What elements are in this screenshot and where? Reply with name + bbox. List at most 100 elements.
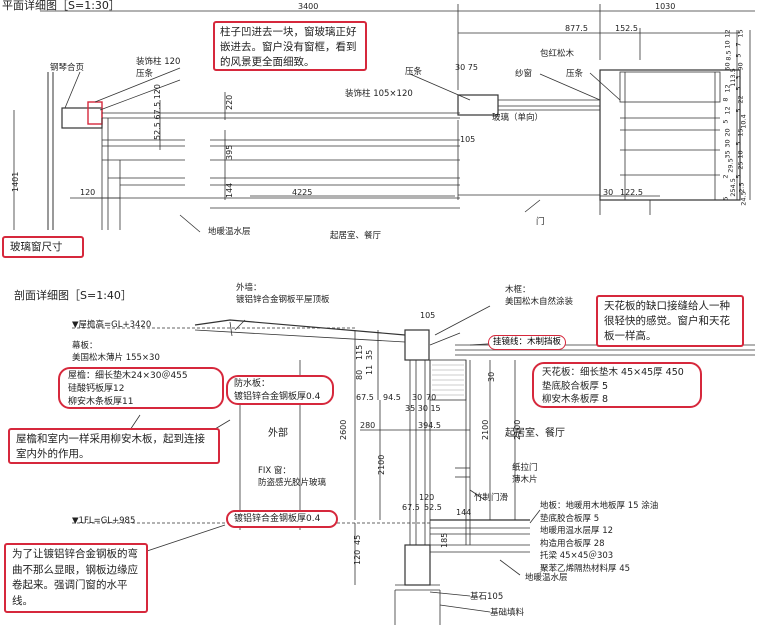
floor-spec-line: 地暖用温水层厚 12 <box>540 526 614 536</box>
vertical-dim: 12 <box>723 106 732 115</box>
note-post-recess: 柱子凹进去一块，窗玻璃正好嵌进去。窗户没有窗框，看到的风景更全面细致。 <box>213 21 367 71</box>
sdim-45: 45 <box>353 535 362 545</box>
floor-spec: 地板：地暖用木地板厚 15 涂油垫底胶合板厚 5 地暖用温水层厚 12 构造用合板厚… <box>540 500 658 575</box>
vertical-dim: 24.5 <box>739 191 748 206</box>
vertical-dim: 3 <box>734 75 743 80</box>
vertical-dim: 20 <box>723 128 732 137</box>
label-room: 起居室、餐厅 <box>330 231 382 241</box>
floor-spec-line: 构造用合板厚 28 <box>540 538 605 549</box>
sdim-120b: 120 <box>353 550 362 565</box>
label-shoji: 纸拉门 <box>512 463 538 473</box>
dim-4225: 4225 <box>292 188 312 197</box>
note-ceiling-gap: 天花板的缺口接缝给人一种很轻快的感觉。窗户和天花板一样高。 <box>596 295 744 347</box>
vertical-dim: 5 <box>721 119 730 124</box>
label-fix: FIX 窗： <box>258 466 291 476</box>
floor-spec-line: 垫底胶合板厚 5 <box>540 513 600 524</box>
sdim-30b: 30 <box>412 393 422 402</box>
ceiling-spec-line: 柳安木条板厚 8 <box>542 394 609 405</box>
sdim-2600: 2600 <box>339 420 348 440</box>
dim-877: 877.5 <box>565 24 588 33</box>
sdim-394: 394.5 <box>418 421 441 430</box>
sdim-35: 35 <box>365 350 374 360</box>
label-frame-2: 美国松木自然涂装 <box>505 297 574 307</box>
sdim-105: 105 <box>420 311 435 320</box>
sdim-2100: 2100 <box>377 455 386 475</box>
roof-note-line: 柳安木条板厚11 <box>68 397 134 407</box>
vertical-dim: 22 <box>736 95 745 104</box>
vertical-dim: 8 <box>721 97 730 102</box>
sdim-115: 115 <box>355 345 364 360</box>
note-steel-bend: 为了让镀铝锌合金钢板的弯曲不那么显眼，钢板边缘应卷起来。强调门窗的水平线。 <box>4 543 148 613</box>
sdim-94: 94.5 <box>383 393 401 402</box>
plan-title: 平面详细图［S=1:30］ <box>2 0 120 12</box>
vertical-dim: 8.5 <box>724 50 733 61</box>
label-screen: 纱窗 <box>515 69 533 79</box>
label-tracks: 挂镜线：木制挡板 <box>488 335 567 350</box>
ceiling-spec-line: 天花板：细长垫木 45×45厚 450 <box>542 367 684 378</box>
vertical-dim: 5 <box>734 108 743 113</box>
vertical-dim: 30 <box>723 139 732 148</box>
section-title: 剖面详细图［S=1:40］ <box>14 289 132 302</box>
dim-120: 120 <box>80 188 95 197</box>
sdim-70: 70 <box>426 393 436 402</box>
note-eaves: 屋檐和室内一样采用柳安木板，起到连接室内外的作用。 <box>8 428 220 464</box>
dim-122: 122.5 <box>620 188 643 197</box>
sdim-80: 80 <box>355 370 364 380</box>
note-steel-sheet: 镀铝锌合金钢板厚0.4 <box>226 510 338 528</box>
floor-spec-line: 地板：地暖用木地板厚 15 涂油 <box>540 501 659 511</box>
label-strip3: 压条 <box>566 69 584 79</box>
dim-small: 52.5 67.5 120 <box>153 84 162 140</box>
vertical-dim: 10 <box>736 150 745 159</box>
label-pine: 包红松木 <box>540 49 575 59</box>
label-strip2: 压条 <box>405 67 423 77</box>
label-post: 装饰柱 120 <box>136 57 181 67</box>
sdim-35-30: 35 30 15 <box>405 404 441 413</box>
sdim-2100c: 2100 <box>513 420 522 440</box>
dim-1401: 1401 <box>11 172 20 192</box>
vertical-dim: 25 <box>736 161 745 170</box>
dim-3400: 3400 <box>298 2 318 11</box>
label-thin: 薄木片 <box>512 475 538 485</box>
sdim-120: 120 <box>419 493 434 502</box>
vertical-dim: 90 <box>736 62 745 71</box>
floor-spec-line: 托梁 45×45＠303 <box>540 551 614 561</box>
vertical-dim: 12 <box>723 84 732 93</box>
label-strip: 压条 <box>136 69 154 79</box>
label-heating: 地暖温水层 <box>525 573 568 583</box>
sdim-185: 185 <box>440 533 449 548</box>
label-fill: 基础填料 <box>490 608 525 618</box>
ceiling-spec-line: 垫底胶合板厚 5 <box>542 380 609 392</box>
sdim-144: 144 <box>456 508 471 517</box>
note-waterproof-board: 防水板：镀铝锌合金钢板厚0.4 <box>226 375 334 405</box>
sdim-30: 30 <box>487 372 496 382</box>
roof-note-line: 屋檐：细长垫木24×30＠455 <box>68 371 188 381</box>
sdim-52: 52.5 <box>424 503 442 512</box>
vertical-dim: 29.5 <box>726 158 735 173</box>
vertical-dim: 5 <box>721 196 730 201</box>
vertical-dim: 12 <box>723 29 732 38</box>
label-floor-heating: 地暖温水层 <box>208 227 251 237</box>
label-base: 基石105 <box>470 592 504 602</box>
label-hinge: 钢琴合页 <box>50 63 85 73</box>
dim-144: 144 <box>225 183 234 198</box>
label-fix-2: 防盗感光胶片玻璃 <box>258 478 327 488</box>
vertical-dim: 15 <box>736 128 745 137</box>
dim-395: 395 <box>225 145 234 160</box>
label-eaves-height: ▼屋檐高=GL+3420 <box>72 320 152 330</box>
floor-spec-line: 聚苯乙烯隔热材料厚 45 <box>540 563 631 574</box>
label-1fl: ▼1FL=GL+985 <box>72 516 136 526</box>
glass-size-label: 玻璃窗尺寸 <box>2 236 84 258</box>
dim-1030: 1030 <box>655 2 675 11</box>
note-ceiling-spec: 天花板：细长垫木 45×45厚 450 垫底胶合板厚 5 柳安木条板厚 8 <box>532 362 702 408</box>
dim-30-75: 30 75 <box>455 63 478 72</box>
label-fascia-2: 美国松木薄片 155×30 <box>72 353 160 363</box>
vertical-dim: 5 <box>734 86 743 91</box>
waterproof-note-line: 防水板： <box>234 379 271 389</box>
label-door: 门 <box>536 217 545 227</box>
dim-152: 152.5 <box>615 24 638 33</box>
dim-30: 30 <box>603 188 613 197</box>
vertical-dim: 15 <box>736 29 745 38</box>
vertical-dim: 10.4 <box>739 114 748 129</box>
